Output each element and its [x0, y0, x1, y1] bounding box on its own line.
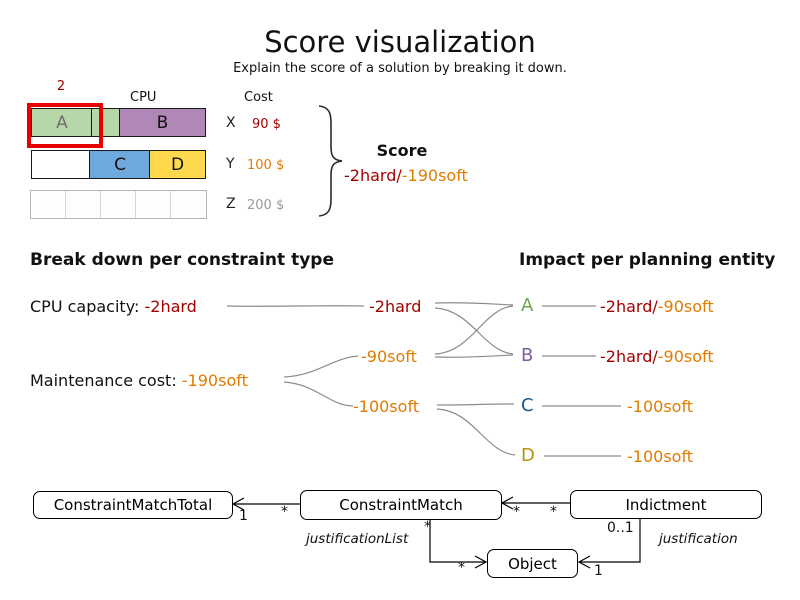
process-segment-c: C: [89, 150, 151, 179]
maintenance-cost-row: Maintenance cost: -190soft: [30, 371, 248, 390]
arrowhead-left-icon: [577, 555, 591, 569]
segment-a-label: A: [56, 112, 68, 133]
breakdown-connector-lines: [226, 302, 621, 457]
page-subtitle: Explain the score of a solution by break…: [233, 61, 567, 76]
entity-a: A: [521, 295, 534, 316]
machine-x-cost: 90 $: [252, 117, 281, 132]
total-score: -2hard/-190soft: [344, 166, 468, 185]
entity-a-soft: -90soft: [657, 297, 714, 316]
arrowhead-right-icon: [474, 555, 488, 569]
breakdown-heading: Break down per constraint type: [30, 250, 334, 270]
class-object: Object: [487, 549, 578, 578]
entity-b-score: -2hard/-90soft: [600, 347, 714, 366]
cpu-column-header: CPU: [130, 90, 157, 105]
score-heading: Score: [376, 141, 428, 160]
entity-a-hard: -2hard/: [600, 297, 658, 316]
cpu-capacity-value: -2hard: [144, 297, 197, 316]
empty-machine-row: [30, 190, 207, 219]
match-2hard: -2hard: [369, 297, 422, 316]
match-100soft: -100soft: [353, 397, 420, 416]
multiplicity-cm-right-star: *: [513, 504, 520, 520]
entity-c-soft: -100soft: [627, 397, 694, 416]
cost-column-header: Cost: [244, 90, 273, 105]
object-left-mult: *: [458, 560, 465, 576]
justification-list-mult: *: [424, 519, 431, 535]
curly-brace-icon: [318, 105, 343, 217]
justification-list-label: justificationList: [306, 531, 409, 547]
justification-label: justification: [659, 531, 738, 547]
class-indictment: Indictment: [570, 490, 762, 519]
entity-b-soft: -90soft: [657, 347, 714, 366]
cpu-capacity-label: CPU capacity:: [30, 297, 145, 316]
empty-cell: [136, 191, 171, 218]
empty-cell: [101, 191, 136, 218]
segment-d-label: D: [170, 154, 185, 175]
maintenance-cost-value: -190soft: [181, 371, 248, 390]
multiplicity-cmt-1: 1: [239, 508, 248, 524]
multiplicity-ind-star: *: [550, 504, 557, 520]
process-segment-d: D: [149, 150, 206, 179]
entity-d-soft: -100soft: [627, 447, 694, 466]
entity-c: C: [521, 395, 534, 416]
empty-cell: [66, 191, 101, 218]
overload-count-label: 2: [56, 79, 66, 94]
process-segment-empty: [31, 150, 91, 179]
score-hard-part: -2hard/: [344, 166, 402, 185]
process-segment-b: B: [119, 108, 206, 137]
arrowhead-left-icon: [500, 496, 514, 510]
impact-heading: Impact per planning entity: [519, 250, 776, 270]
object-right-mult: 1: [594, 563, 603, 579]
segment-b-label: B: [156, 112, 169, 133]
empty-cell: [31, 191, 66, 218]
machine-z-cost: 200 $: [247, 198, 285, 213]
cpu-capacity-row: CPU capacity: -2hard: [30, 297, 197, 316]
match-90soft: -90soft: [361, 347, 417, 366]
justification-mult: 0..1: [607, 520, 634, 536]
process-segment-a: A: [31, 108, 93, 137]
entity-d-score: -100soft: [627, 447, 693, 466]
class-constraint-match-total: ConstraintMatchTotal: [33, 491, 233, 519]
maintenance-cost-label: Maintenance cost:: [30, 371, 182, 390]
entity-d: D: [521, 445, 535, 466]
entity-b: B: [521, 345, 534, 366]
multiplicity-cm-star: *: [281, 504, 288, 520]
machine-x-label: X: [226, 115, 236, 131]
class-constraint-match: ConstraintMatch: [300, 490, 502, 520]
machine-y-label: Y: [226, 156, 235, 172]
score-soft-part: -190soft: [401, 166, 468, 185]
empty-cell: [171, 191, 206, 218]
machine-z-label: Z: [226, 196, 236, 212]
machine-y-cost: 100 $: [247, 158, 285, 173]
entity-b-hard: -2hard/: [600, 347, 658, 366]
entity-c-score: -100soft: [627, 397, 693, 416]
segment-c-label: C: [114, 154, 126, 175]
overload-highlight-box: [27, 103, 103, 148]
entity-a-score: -2hard/-90soft: [600, 297, 714, 316]
page-title: Score visualization: [264, 25, 536, 59]
